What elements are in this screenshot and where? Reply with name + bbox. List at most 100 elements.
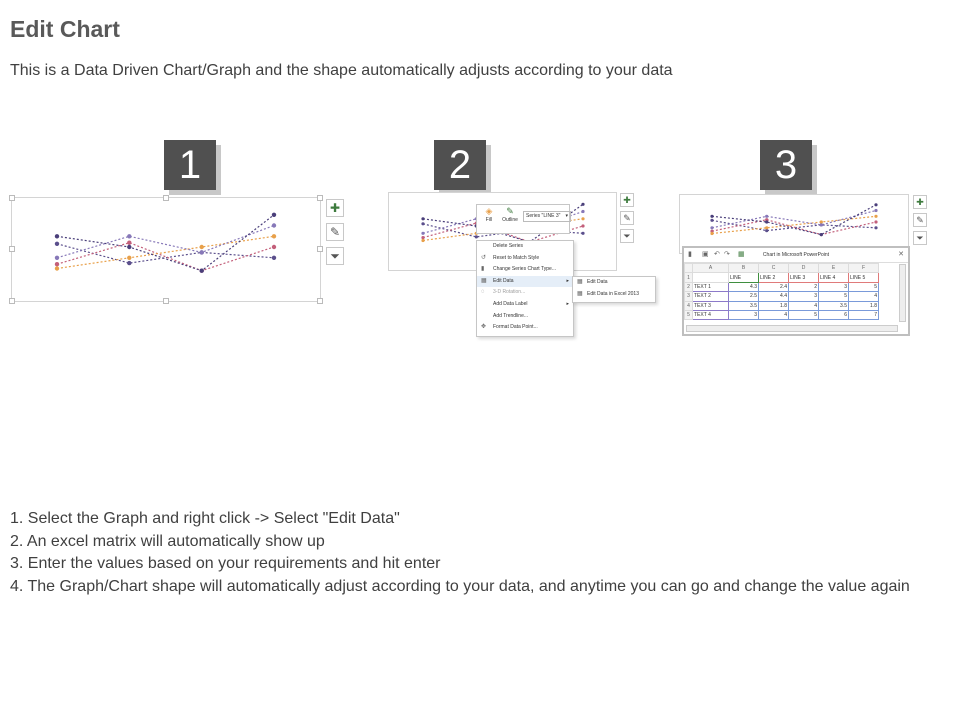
table-cell[interactable]: 1.8: [758, 300, 789, 311]
chart-elements-button[interactable]: ✚: [620, 193, 634, 207]
horizontal-scrollbar[interactable]: [686, 325, 898, 332]
data-point[interactable]: [54, 255, 60, 260]
vertical-scrollbar[interactable]: [899, 264, 906, 322]
close-icon[interactable]: ✕: [898, 251, 904, 258]
table-cell[interactable]: 5: [818, 291, 849, 302]
data-point[interactable]: [581, 209, 585, 214]
data-point[interactable]: [127, 240, 132, 245]
data-point[interactable]: [874, 208, 878, 213]
data-point[interactable]: [710, 214, 714, 218]
series-line[interactable]: [711, 215, 877, 235]
excel-window[interactable]: ▮ ▣ ↶ ↷ ▦ Chart in Microsoft PowerPoint …: [682, 246, 910, 336]
data-point[interactable]: [765, 218, 769, 222]
series-line[interactable]: [56, 214, 275, 272]
resize-handle[interactable]: [9, 246, 15, 252]
menu-item-add-data-label[interactable]: Add Data Label▸: [477, 299, 573, 311]
table-cell[interactable]: TEXT 4: [692, 309, 729, 321]
data-point[interactable]: [54, 241, 60, 246]
data-point[interactable]: [421, 236, 425, 240]
data-point[interactable]: [874, 203, 878, 207]
table-cell[interactable]: 2: [788, 281, 819, 293]
series-line[interactable]: [56, 235, 275, 270]
menu-item-format-data-point[interactable]: ✥Format Data Point...: [477, 322, 573, 334]
data-point[interactable]: [127, 260, 132, 266]
data-point[interactable]: [271, 255, 277, 260]
table-cell[interactable]: 1.8: [848, 300, 879, 311]
table-cell[interactable]: 2.4: [758, 281, 789, 293]
data-point[interactable]: [54, 262, 60, 267]
row-header[interactable]: 2: [684, 281, 693, 293]
table-cell[interactable]: LINE 3: [788, 272, 819, 283]
column-header[interactable]: B: [728, 262, 759, 274]
data-point[interactable]: [710, 231, 714, 236]
submenu-item-edit-data[interactable]: ▦Edit Data: [573, 277, 655, 289]
data-point[interactable]: [421, 231, 425, 235]
data-point[interactable]: [54, 234, 60, 239]
chart-panel-3[interactable]: [679, 194, 909, 254]
chart-elements-button[interactable]: ✚: [913, 195, 927, 209]
chart-filters-button[interactable]: ⏷: [326, 247, 344, 265]
data-point[interactable]: [581, 202, 585, 206]
data-point[interactable]: [710, 226, 714, 230]
table-cell[interactable]: 3: [728, 309, 759, 321]
chart-panel-1[interactable]: [9, 195, 323, 304]
table-cell[interactable]: 4: [758, 309, 789, 321]
resize-handle[interactable]: [163, 195, 169, 201]
row-header[interactable]: 5: [684, 309, 693, 321]
table-cell[interactable]: [692, 272, 729, 283]
data-point[interactable]: [765, 214, 769, 218]
submenu-item-edit-data-excel[interactable]: ▦Edit Data in Excel 2013: [573, 289, 655, 301]
data-point[interactable]: [874, 214, 878, 218]
table-cell[interactable]: TEXT 3: [692, 300, 729, 311]
data-point[interactable]: [127, 244, 132, 250]
table-cell[interactable]: LINE 4: [818, 272, 849, 283]
series-line[interactable]: [56, 224, 275, 259]
data-point[interactable]: [199, 268, 204, 273]
chart-filters-button[interactable]: ⏷: [620, 229, 634, 243]
data-point[interactable]: [819, 223, 823, 227]
data-point[interactable]: [271, 234, 277, 239]
column-header[interactable]: A: [692, 262, 729, 274]
data-point[interactable]: [765, 220, 769, 224]
row-header[interactable]: 1: [684, 272, 693, 283]
column-header[interactable]: C: [758, 262, 789, 274]
row-header[interactable]: 4: [684, 300, 693, 311]
chart-styles-button[interactable]: ✎: [913, 213, 927, 227]
data-point[interactable]: [127, 234, 132, 239]
chart-elements-button[interactable]: ✚: [326, 199, 344, 217]
data-point[interactable]: [710, 218, 714, 222]
menu-item-edit-data[interactable]: ▦Edit Data▸: [477, 275, 573, 288]
table-cell[interactable]: 4.3: [728, 281, 759, 293]
redo-icon[interactable]: ↷: [724, 251, 730, 258]
table-cell[interactable]: 6: [818, 309, 849, 321]
table-cell[interactable]: 3: [818, 281, 849, 293]
data-point[interactable]: [199, 244, 204, 250]
table-cell[interactable]: 3.5: [818, 300, 849, 311]
data-point[interactable]: [199, 250, 204, 255]
column-header[interactable]: E: [818, 262, 849, 274]
fill-button[interactable]: ◈ Fill: [478, 206, 500, 223]
data-point[interactable]: [874, 220, 878, 224]
column-header[interactable]: F: [848, 262, 879, 274]
table-cell[interactable]: 3: [788, 291, 819, 302]
undo-icon[interactable]: ↶: [714, 251, 720, 258]
table-cell[interactable]: LINE 2: [758, 272, 789, 283]
table-cell[interactable]: 7: [848, 309, 879, 321]
series-line[interactable]: [56, 242, 275, 272]
menu-item-reset-style[interactable]: ↺Reset to Match Style: [477, 253, 573, 265]
data-point[interactable]: [421, 238, 425, 243]
table-cell[interactable]: TEXT 1: [692, 281, 729, 293]
resize-handle[interactable]: [317, 246, 323, 252]
data-point[interactable]: [581, 217, 585, 221]
data-point[interactable]: [127, 255, 132, 260]
resize-handle[interactable]: [9, 298, 15, 304]
table-cell[interactable]: 4.4: [758, 291, 789, 302]
series-line[interactable]: [711, 219, 877, 236]
menu-item-add-trendline[interactable]: Add Trendline...: [477, 311, 573, 323]
data-point[interactable]: [710, 229, 714, 233]
series-line[interactable]: [422, 203, 584, 243]
table-cell[interactable]: 2.5: [728, 291, 759, 302]
series-line[interactable]: [711, 204, 877, 236]
data-point[interactable]: [874, 226, 878, 230]
chart-styles-button[interactable]: ✎: [326, 223, 344, 241]
